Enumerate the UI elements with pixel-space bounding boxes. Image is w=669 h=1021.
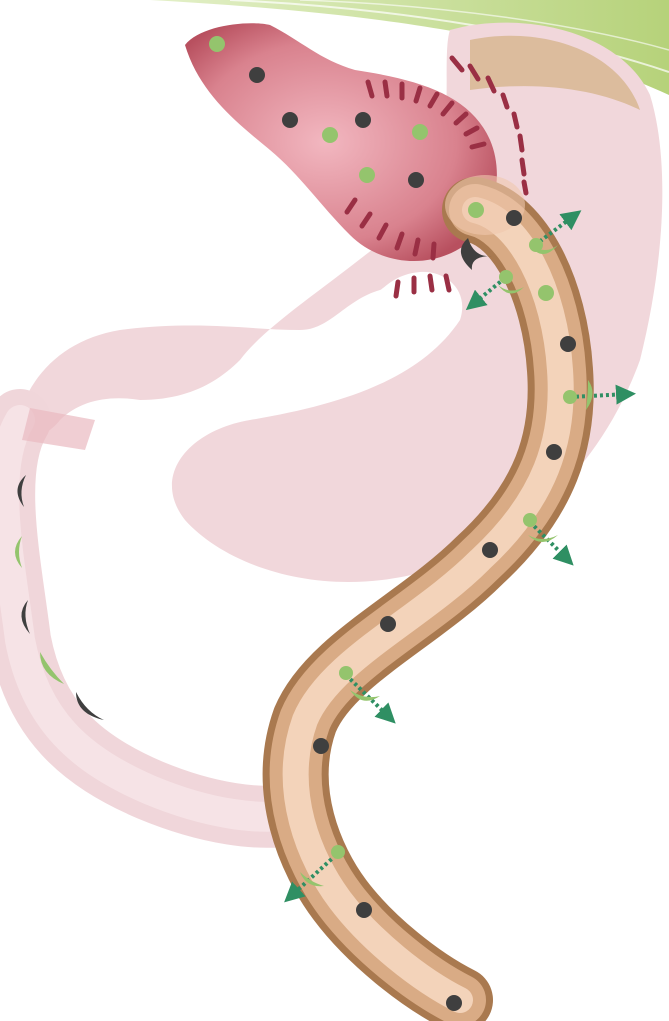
staple-mark-icon [522,160,524,174]
nutrient-dot-icon [331,845,345,859]
nutrient-dot-icon [499,270,513,284]
staple-mark-icon [396,282,398,296]
nutrient-dot-icon [209,36,225,52]
staple-mark-icon [433,244,434,258]
nutrient-dot-icon [322,127,338,143]
staple-mark-icon [385,82,387,96]
nutrient-dot-icon [339,666,353,680]
food-particle-icon [313,738,329,754]
food-particle-icon [380,616,396,632]
food-particle-icon [506,210,522,226]
food-particle-icon [546,444,562,460]
staple-mark-icon [472,144,484,147]
nutrient-dot-icon [538,285,554,301]
nutrient-dot-icon [468,202,484,218]
staple-mark-icon [524,182,526,193]
staple-mark-icon [430,276,432,290]
food-particle-icon [282,112,298,128]
nutrient-dot-icon [523,513,537,527]
nutrient-dot-icon [359,167,375,183]
nutrient-dot-icon [412,124,428,140]
food-particle-icon [482,542,498,558]
food-particle-icon [355,112,371,128]
food-particle-icon [356,902,372,918]
food-particle-icon [446,995,462,1011]
staple-mark-icon [415,240,418,254]
staple-mark-icon [446,276,449,290]
food-particle-icon [408,172,424,188]
staple-mark-icon [514,114,517,127]
food-particle-icon [560,336,576,352]
staple-mark-icon [520,136,522,150]
nutrient-dot-icon [563,390,577,404]
food-particle-icon [249,67,265,83]
nutrient-dot-icon [529,238,543,252]
